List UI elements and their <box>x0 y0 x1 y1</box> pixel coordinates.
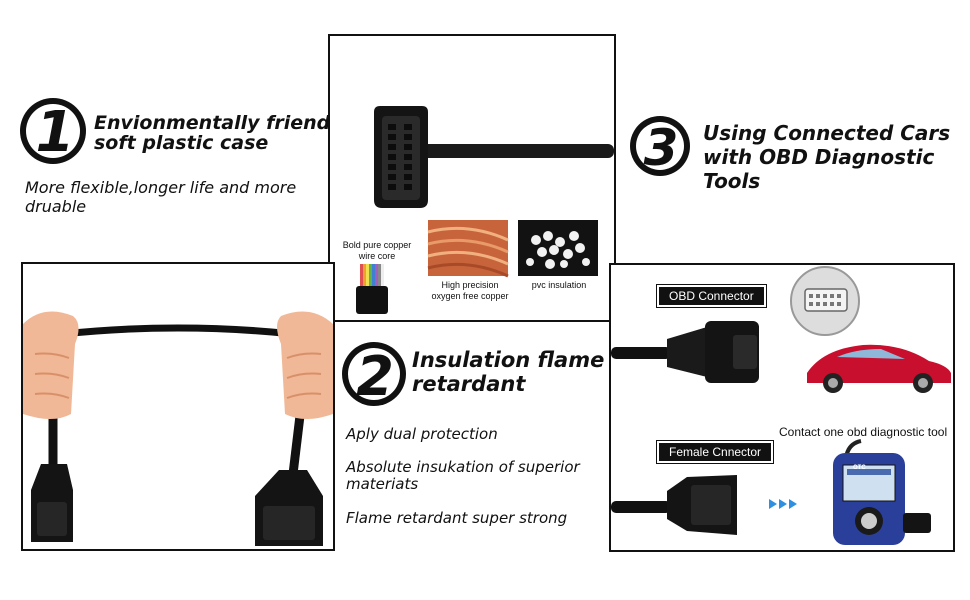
precision-label-line2: oxygen free copper <box>431 291 509 301</box>
red-car-image <box>807 344 951 393</box>
pvc-label: pvc insulation <box>531 280 587 290</box>
number-badge-1: 1 <box>18 96 88 166</box>
diagnostic-tool-image <box>833 439 931 545</box>
feature3-title-line1: Using Connected Cars <box>703 121 951 145</box>
device-brand-label: OTC <box>853 465 866 471</box>
obd-female-connector-image <box>611 475 737 535</box>
badge-3-shape: 3 <box>630 116 690 177</box>
obd-connector-tag: OBD Connector <box>656 284 767 308</box>
obd-male-connector-image <box>611 321 759 383</box>
arrow-icons <box>769 499 797 509</box>
female-connector-tag: Female Cnnector <box>655 440 775 464</box>
cable-in-hands-panel <box>21 262 335 551</box>
feature1-desc-line2: druable <box>25 197 87 216</box>
connectors-panel: OBD Connector Female Cnnector Contact on… <box>609 263 955 552</box>
cable-in-hands-image <box>23 311 333 546</box>
connectors-illustration <box>611 266 951 545</box>
svg-text:3: 3 <box>644 119 679 177</box>
materials-panel: Bold pure copper wire core High precisio… <box>328 34 616 322</box>
number-badge-3: 3 <box>628 114 692 178</box>
copper-label-line2: wire core <box>358 251 396 261</box>
feature2-title-line1: Insulation flame <box>412 348 605 372</box>
tool-caption: Contact one obd diagnostic tool <box>779 425 948 439</box>
feature2-point-1: Aply dual protection <box>346 425 498 443</box>
copper-label-line1: Bold pure copper <box>342 240 412 250</box>
feature3-title-line2: with OBD Diagnostic <box>703 145 935 169</box>
feature1-title-line2: soft plastic case <box>94 132 269 154</box>
pvc-pellets-image <box>518 220 598 276</box>
feature1-desc-line1: More flexible,longer life and more <box>25 178 297 197</box>
number-badge-2: 2 <box>340 340 408 408</box>
copper-image <box>427 220 509 278</box>
feature2-point-2-cont: materiats <box>346 475 419 493</box>
wire-core-image <box>356 264 388 314</box>
feature2-title-line2: retardant <box>412 372 526 396</box>
feature2-point-3: Flame retardant super strong <box>346 509 568 527</box>
badge-1-shape: 1 <box>20 98 86 165</box>
svg-text:1: 1 <box>36 100 75 165</box>
feature3-title-line3: Tools <box>703 169 761 193</box>
obd-plug-cable-image <box>356 106 614 314</box>
badge-2-shape: 2 <box>342 342 406 408</box>
precision-label-line1: High precision <box>441 280 499 290</box>
feature2-point-2: Absolute insukation of superior <box>346 458 580 476</box>
svg-text:2: 2 <box>356 345 394 408</box>
feature1-title-line1: Envionmentally friendly <box>94 112 350 134</box>
obd-port-photo <box>790 266 860 336</box>
